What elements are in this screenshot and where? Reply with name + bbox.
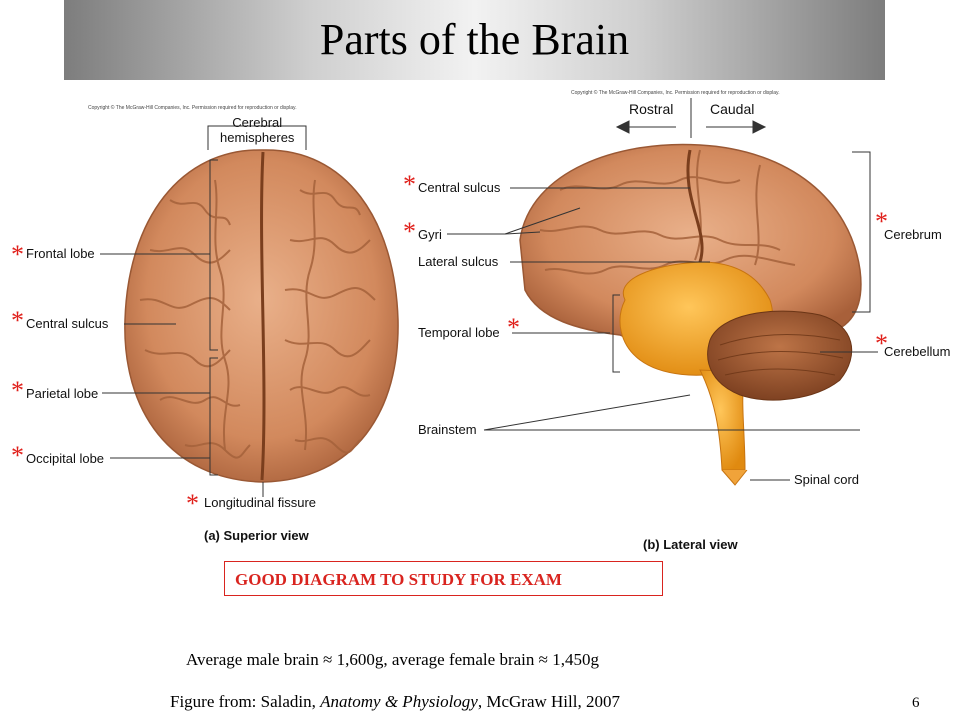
label-gyri: Gyri: [418, 227, 442, 242]
lateral-leaders: [447, 98, 878, 481]
label-cerebral-hemispheres: Cerebral hemispheres: [220, 115, 295, 145]
superior-view-brain: [124, 149, 399, 483]
label-superior-central-sulcus: Central sulcus: [26, 316, 109, 331]
star-frontal-lobe: *: [11, 240, 24, 269]
star-cerebellum: *: [875, 329, 888, 358]
label-cerebrum: Cerebrum: [884, 227, 942, 242]
exam-note-text: GOOD DIAGRAM TO STUDY FOR EXAM: [235, 570, 562, 589]
star-lateral-central-sulcus: *: [403, 170, 416, 199]
citation-prefix: Figure from: Saladin,: [170, 692, 321, 711]
slide-title: Parts of the Brain: [319, 15, 630, 64]
star-occipital-lobe: *: [11, 441, 24, 470]
label-lateral-sulcus: Lateral sulcus: [418, 254, 499, 269]
star-temporal-lobe: *: [507, 313, 520, 342]
exam-note-box: GOOD DIAGRAM TO STUDY FOR EXAM: [224, 561, 663, 596]
lateral-copyright: Copyright © The McGraw-Hill Companies, I…: [571, 90, 780, 96]
title-bar: Parts of the Brain: [64, 0, 885, 80]
label-rostral: Rostral: [629, 101, 674, 117]
star-longitudinal-fissure: *: [186, 489, 199, 518]
label-temporal-lobe: Temporal lobe: [418, 325, 500, 340]
star-superior-central-sulcus: *: [11, 306, 24, 335]
label-cerebellum: Cerebellum: [884, 344, 951, 359]
label-longitudinal-fissure: Longitudinal fissure: [204, 495, 317, 510]
caption-superior-view: (a) Superior view: [204, 528, 309, 543]
superior-copyright: Copyright © The McGraw-Hill Companies, I…: [88, 105, 297, 111]
label-frontal-lobe: Frontal lobe: [26, 246, 95, 261]
lateral-view-brain: [519, 143, 862, 486]
page-number: 6: [912, 695, 920, 711]
caption-lateral-view: (b) Lateral view: [643, 537, 738, 552]
star-gyri: *: [403, 217, 416, 246]
label-parietal-lobe: Parietal lobe: [26, 386, 99, 401]
brain-weight-note: Average male brain ≈ 1,600g, average fem…: [186, 650, 599, 669]
label-lateral-central-sulcus: Central sulcus: [418, 180, 501, 195]
label-caudal: Caudal: [710, 101, 755, 117]
figure-citation: Figure from: Saladin, Anatomy & Physiolo…: [170, 692, 620, 712]
label-brainstem: Brainstem: [418, 422, 477, 437]
superior-leaders: [100, 125, 307, 497]
label-occipital-lobe: Occipital lobe: [26, 451, 105, 466]
star-cerebrum: *: [875, 207, 888, 236]
citation-suffix: , McGraw Hill, 2007: [477, 692, 620, 711]
citation-book-title: Anatomy & Physiology: [320, 692, 478, 711]
star-parietal-lobe: *: [11, 376, 24, 405]
label-spinal-cord: Spinal cord: [794, 472, 860, 487]
